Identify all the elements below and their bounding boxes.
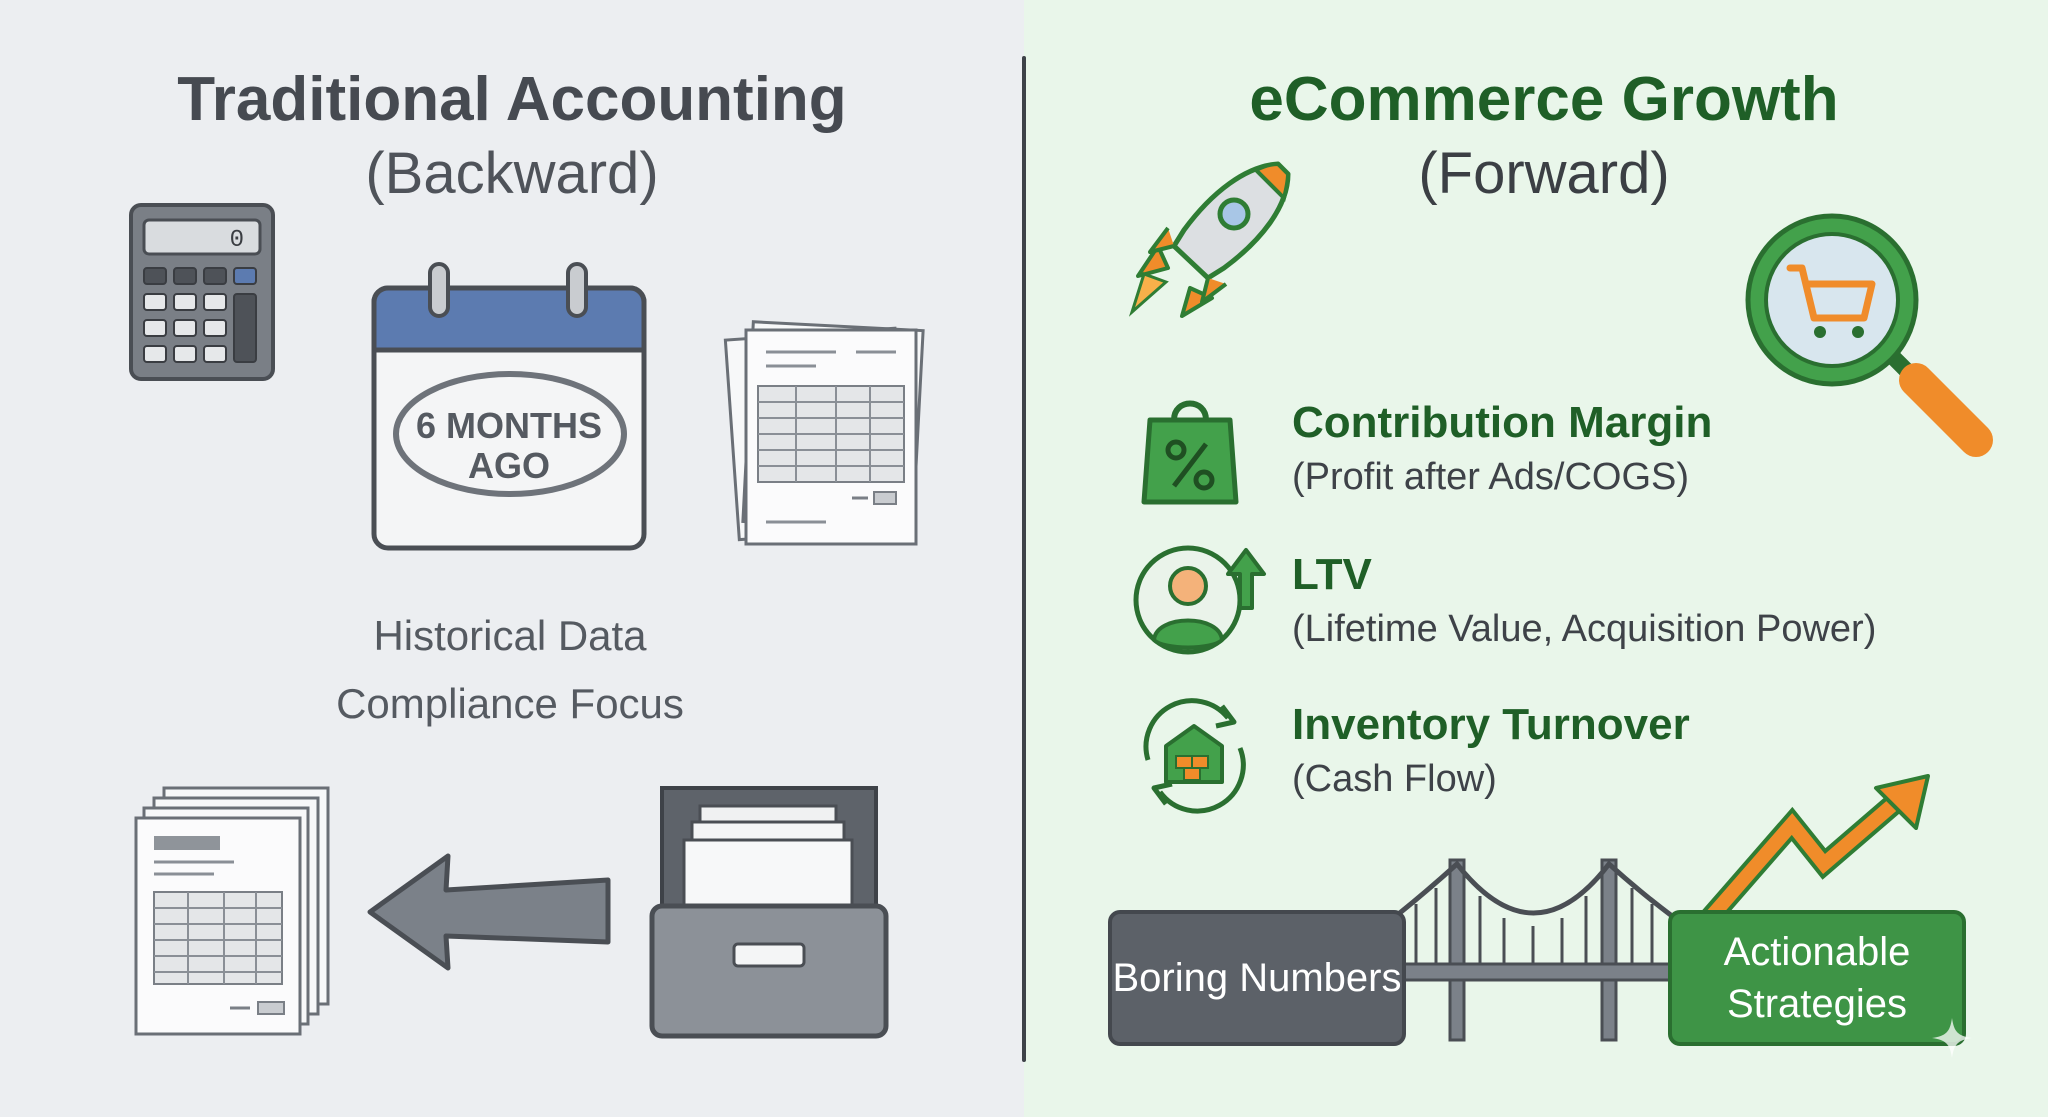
actionable-strategies-box: Actionable Strategies [1668, 910, 1966, 1046]
rocket-icon [1128, 161, 1291, 318]
metric-ltv-title: LTV [1292, 550, 1372, 599]
left-title: Traditional Accounting [177, 65, 847, 134]
growth-arrow-icon [1701, 774, 1930, 926]
backward-arrow-icon [367, 853, 611, 971]
calculator-icon: 0 [129, 203, 275, 381]
magnifier-cart-icon [1745, 213, 1993, 457]
calendar-icon [371, 262, 647, 551]
metric-inventory-turnover-subtitle: (Cash Flow) [1292, 758, 1497, 800]
customer-growth-icon [1133, 545, 1266, 655]
file-drawer-icon [649, 786, 889, 1039]
metric-contribution-margin-subtitle: (Profit after Ads/COGS) [1292, 456, 1689, 498]
center-divider [1022, 56, 1026, 1062]
bridge-icon [1394, 858, 1674, 1042]
shopping-bag-percent-icon [1141, 400, 1239, 505]
sparkle-icon [1932, 1018, 1972, 1058]
calendar-label: 6 MONTHS AGO [415, 405, 602, 486]
report-stack-icon [134, 786, 330, 1036]
metric-contribution-margin-title: Contribution Margin [1292, 398, 1713, 447]
calculator-display: 0 [230, 227, 244, 254]
metric-inventory-turnover-title: Inventory Turnover [1292, 700, 1690, 749]
historical-data-label: Historical Data [373, 612, 647, 659]
metric-ltv-subtitle: (Lifetime Value, Acquisition Power) [1292, 608, 1877, 650]
left-subtitle: (Backward) [365, 141, 659, 206]
invoice-stack-icon [723, 320, 925, 546]
warehouse-cycle-icon [1143, 698, 1246, 814]
boring-numbers-box: Boring Numbers [1108, 910, 1406, 1046]
right-subtitle: (Forward) [1418, 141, 1670, 206]
right-title: eCommerce Growth [1249, 65, 1839, 134]
compliance-focus-label: Compliance Focus [336, 680, 684, 727]
